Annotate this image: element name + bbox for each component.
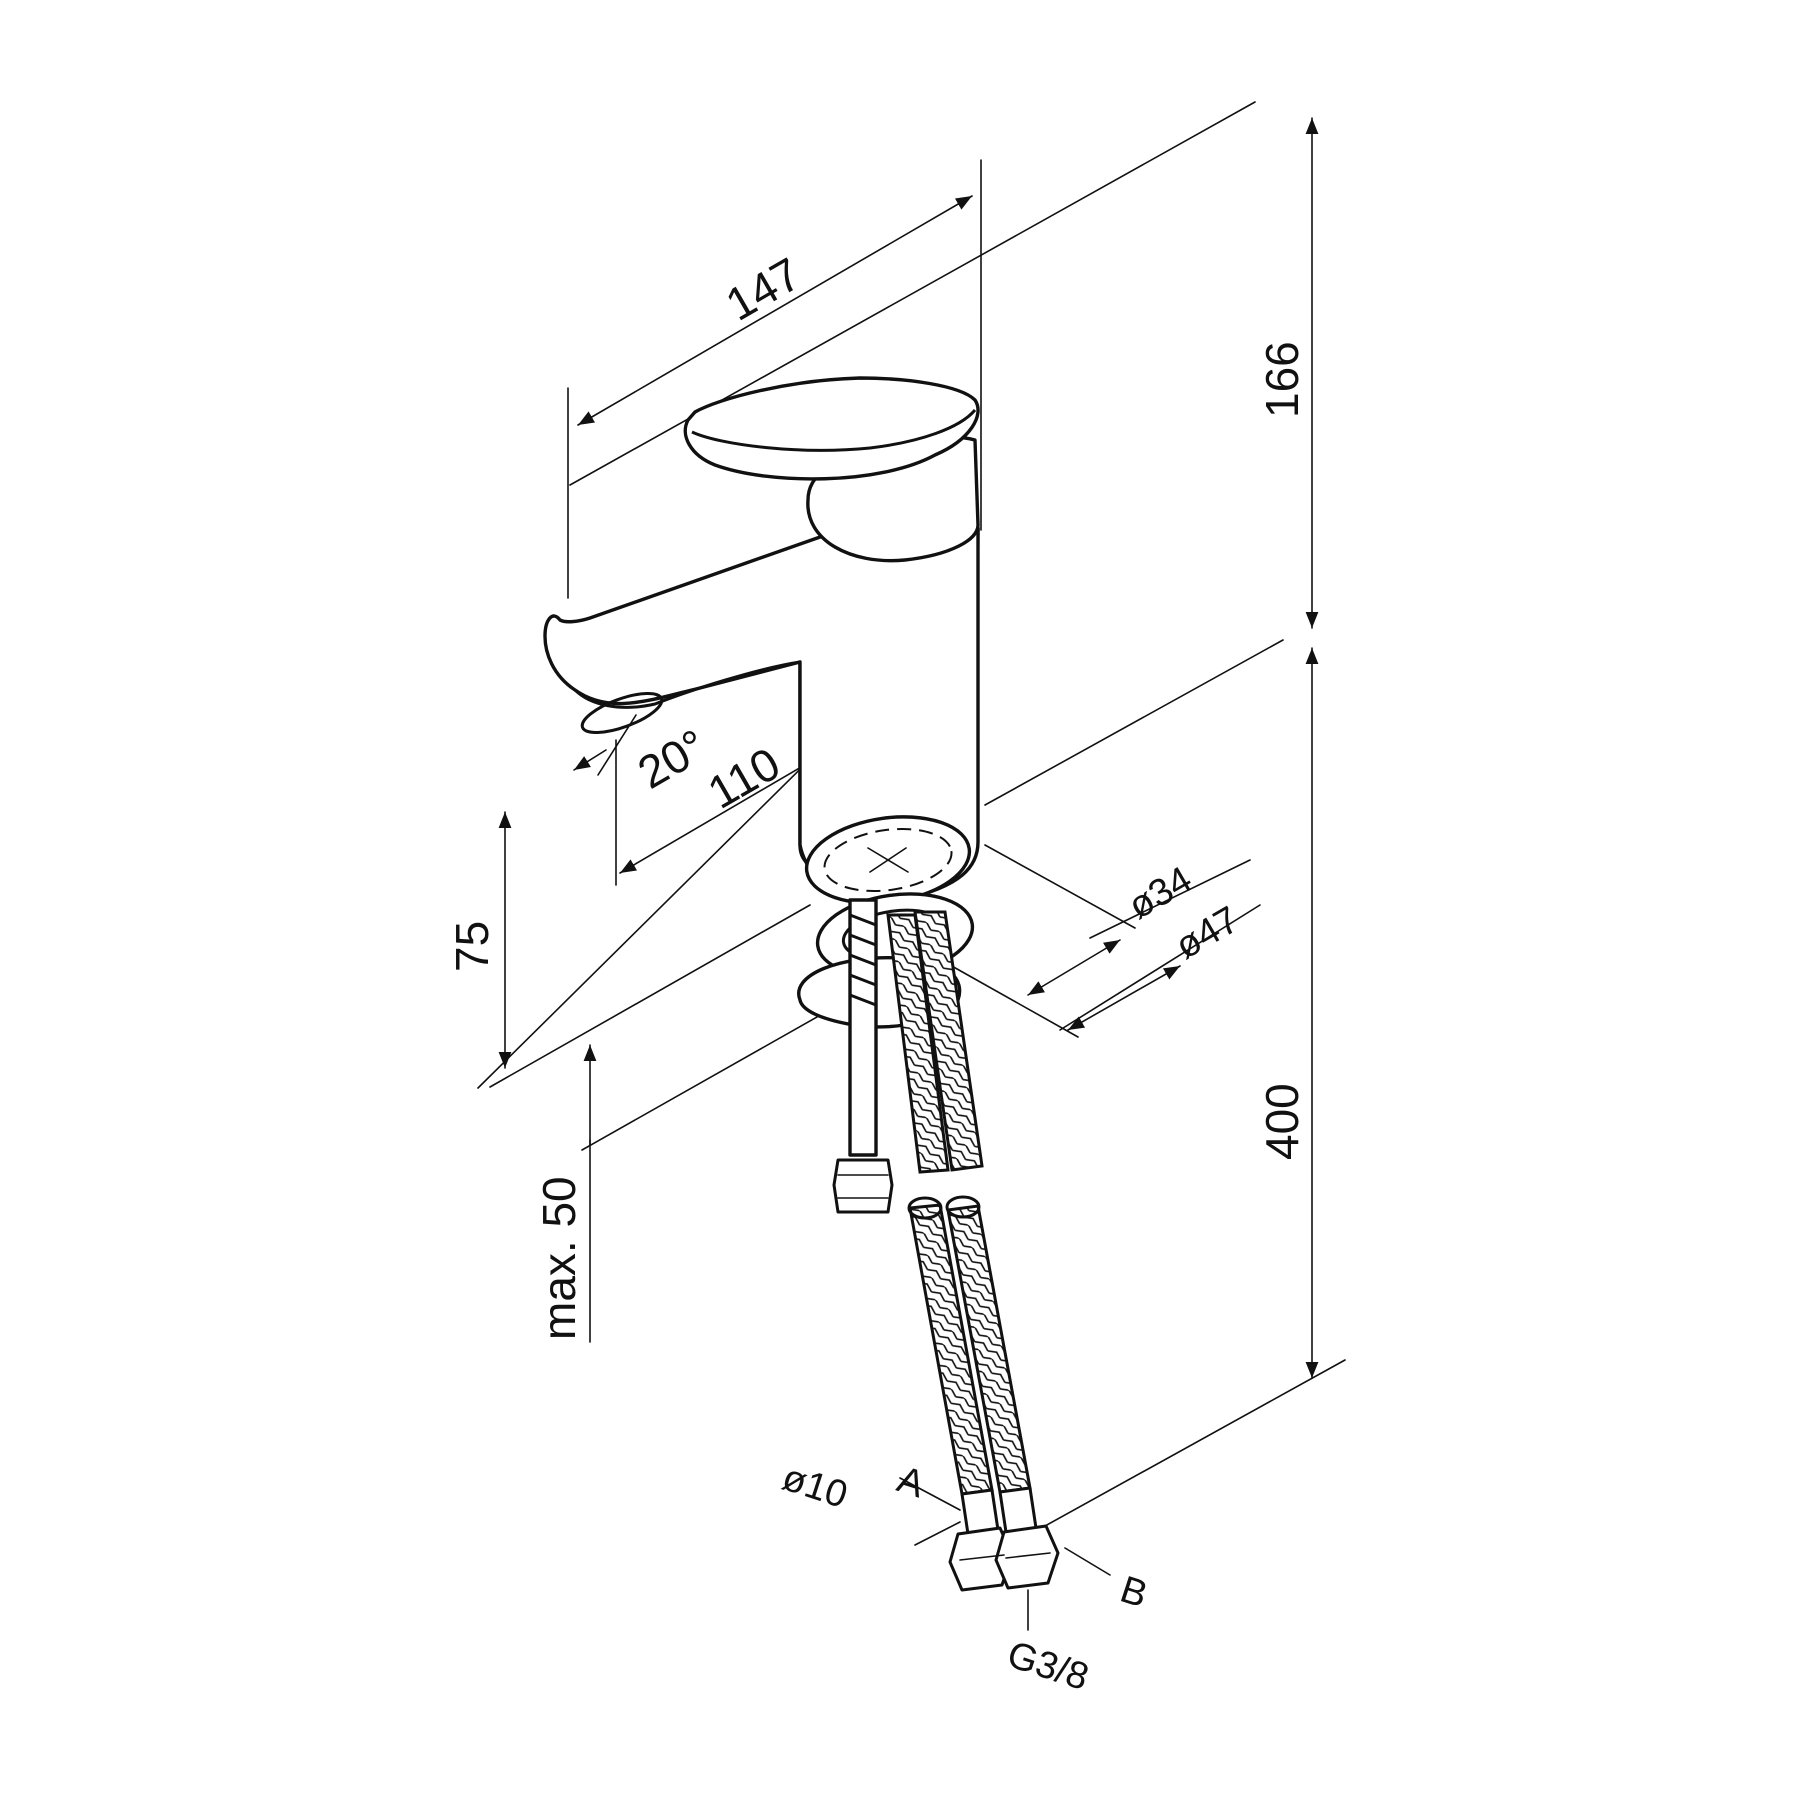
dim-166: 166 <box>1256 341 1308 418</box>
dim-line-d34 <box>1027 939 1121 996</box>
fitting-b <box>998 1486 1038 1534</box>
aerator <box>580 692 664 734</box>
dim-max-50: max. 50 <box>533 1176 585 1340</box>
center-cross-2 <box>869 847 907 873</box>
fitting-a <box>960 1488 1000 1536</box>
dim-400: 400 <box>1256 1083 1308 1160</box>
label-a: A <box>892 1459 930 1507</box>
threaded-stud <box>848 898 878 1157</box>
hose-b-end <box>945 1195 981 1219</box>
flexible-hoses <box>886 910 1060 1592</box>
hose-b-upper <box>913 910 984 1172</box>
hex-nut-a <box>948 1526 1014 1592</box>
dim-d10: ø10 <box>777 1457 852 1517</box>
dim-line-d47 <box>1067 965 1181 1031</box>
faucet <box>543 376 980 903</box>
hose-a-end <box>907 1196 943 1220</box>
dim-line-angle <box>573 749 607 771</box>
dim-110: 110 <box>699 737 789 819</box>
spout-underside <box>573 660 801 709</box>
hex-nut-b <box>994 1524 1060 1590</box>
stud-nut <box>832 1158 894 1214</box>
thread-g38: G3/8 <box>1002 1634 1093 1699</box>
base-disc-dash <box>823 827 953 893</box>
dim-20-deg: 20° <box>629 719 715 799</box>
lever-handle-edge <box>691 409 977 452</box>
dim-147: 147 <box>717 247 809 330</box>
stud-thread <box>849 913 877 1007</box>
dim-line-147 <box>577 195 973 426</box>
dim-75: 75 <box>446 921 498 972</box>
hose-a-upper <box>886 913 950 1174</box>
dim-d47: ø47 <box>1169 899 1247 968</box>
label-b: B <box>1115 1569 1152 1617</box>
lever-handle <box>683 376 980 481</box>
